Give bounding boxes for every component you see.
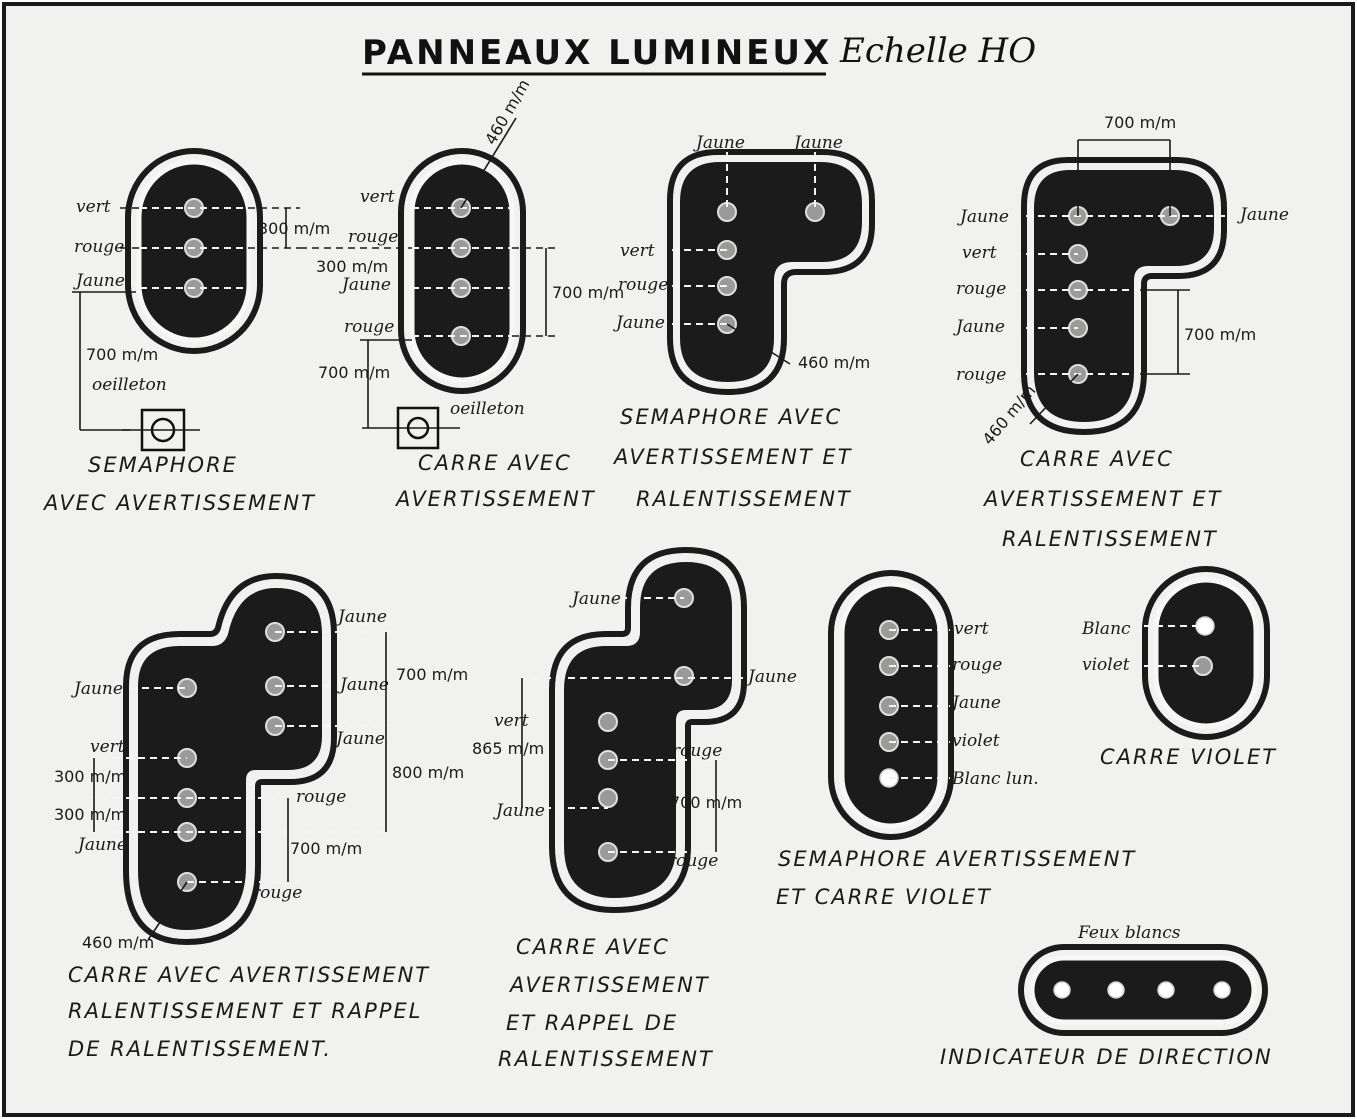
dim-865: 865 m/m: [472, 739, 544, 758]
caption-line: AVERTISSEMENT: [508, 973, 710, 997]
label-jaune-top: Jaune: [569, 589, 621, 609]
label-violet: violet: [1082, 655, 1130, 675]
label-rouge: rouge: [956, 279, 1006, 299]
label-rouge: rouge: [672, 741, 722, 761]
label-vert: vert: [76, 197, 111, 217]
label-blanc-lun: Blanc lun.: [951, 769, 1039, 789]
label-rouge: rouge: [952, 655, 1002, 675]
label-jaune: Jaune: [957, 207, 1009, 227]
label-jaune-right: Jaune: [745, 667, 797, 687]
caption-line: CARRE AVEC: [1020, 447, 1174, 471]
caption-line: AVERTISSEMENT ET: [612, 445, 853, 469]
label-jaune-top: Jaune: [335, 607, 387, 627]
dim-800: 800 m/m: [392, 763, 464, 782]
label-rouge-2: rouge: [956, 365, 1006, 385]
label-rouge: rouge: [74, 237, 124, 257]
label-rouge-2: rouge: [252, 883, 302, 903]
dim-700-b: 700 m/m: [290, 839, 362, 858]
panel-carre-ralentissement: 700 m/m 700 m/m Jaune Jaune vert rouge J…: [953, 113, 1289, 551]
caption-line: ET RAPPEL DE: [506, 1011, 678, 1035]
label-blanc: Blanc: [1081, 619, 1131, 639]
caption-line: RALENTISSEMENT ET RAPPEL: [68, 999, 422, 1023]
label-jaune: Jaune: [73, 271, 125, 291]
caption-line: AVERTISSEMENT: [394, 487, 596, 511]
dim-300: 300 m/m: [316, 257, 388, 276]
caption-line: SEMAPHORE AVERTISSEMENT: [778, 847, 1136, 871]
label-feux-blancs: Feux blancs: [1077, 923, 1181, 943]
dim-300: 300 m/m: [258, 219, 330, 238]
panel-semaphore-avertissement: vert rouge Jaune 300 m/m 700 m/m oeillet…: [42, 148, 330, 515]
label-jaune-low: Jaune: [333, 729, 385, 749]
dim-700-side: 700 m/m: [1184, 325, 1256, 344]
label-rouge: rouge: [618, 275, 668, 295]
label-rouge-2: rouge: [344, 317, 394, 337]
dim-700: 700 m/m: [552, 283, 624, 302]
caption-line: ET CARRE VIOLET: [776, 885, 992, 909]
label-jaune-2: Jaune: [953, 317, 1005, 337]
label-jaune: Jaune: [493, 801, 545, 821]
caption-line: RALENTISSEMENT: [1002, 527, 1218, 551]
label-oeilleton: oeilleton: [450, 399, 525, 419]
caption-line: CARRE AVEC AVERTISSEMENT: [68, 963, 430, 987]
label-jaune: Jaune: [613, 313, 665, 333]
label-rouge: rouge: [296, 787, 346, 807]
caption-line: INDICATEUR DE DIRECTION: [940, 1045, 1273, 1069]
panel-carre-rappel: Jaune Jaune vert Jaune rouge rouge 865 m…: [472, 546, 797, 1071]
caption-line: DE RALENTISSEMENT.: [68, 1037, 332, 1061]
label-jaune: Jaune: [75, 835, 127, 855]
caption-line: CARRE VIOLET: [1100, 745, 1277, 769]
label-rouge: rouge: [348, 227, 398, 247]
caption-line: AVEC AVERTISSEMENT: [42, 491, 316, 515]
label-jaune-left: Jaune: [71, 679, 123, 699]
label-vert: vert: [954, 619, 989, 639]
caption-line: CARRE AVEC: [418, 451, 572, 475]
label-vert: vert: [620, 241, 655, 261]
dim-460: 460 m/m: [798, 353, 870, 372]
label-jaune-r: Jaune: [1237, 205, 1289, 225]
label-vert: vert: [962, 243, 997, 263]
label-vert: vert: [494, 711, 529, 731]
panel-semaphore-carre-violet: vert rouge Jaune violet Blanc lun. SEMAP…: [776, 570, 1136, 909]
panel-semaphore-ralentissement: Jaune Jaune vert rouge Jaune 460 m/m SEM…: [612, 133, 875, 511]
label-jaune-l: Jaune: [693, 133, 745, 153]
label-jaune-mid: Jaune: [337, 675, 389, 695]
dim-700: 700 m/m: [86, 345, 158, 364]
dim-700: 700 m/m: [670, 793, 742, 812]
page-title: PANNEAUX LUMINEUX: [362, 33, 832, 73]
label-jaune: Jaune: [339, 275, 391, 295]
label-vert: vert: [360, 187, 395, 207]
label-vert: vert: [90, 737, 125, 757]
dim-700: 700 m/m: [396, 665, 468, 684]
dim-700-b: 700 m/m: [318, 363, 390, 382]
label-jaune: Jaune: [949, 693, 1001, 713]
scale-label: Echelle HO: [839, 31, 1036, 71]
dim-700-top: 700 m/m: [1104, 113, 1176, 132]
caption-line: SEMAPHORE AVEC: [620, 405, 842, 429]
caption-line: AVERTISSEMENT ET: [982, 487, 1223, 511]
panel-carre-rappel-ralentissement: Jaune Jaune Jaune Jaune vert rouge Jaune…: [54, 572, 468, 1061]
label-rouge-2: rouge: [668, 851, 718, 871]
caption-line: SEMAPHORE: [88, 453, 238, 477]
panel-indicateur-direction: Feux blancs INDICATEUR DE DIRECTION: [940, 923, 1273, 1069]
panel-carre-violet: Blanc violet CARRE VIOLET: [1081, 566, 1277, 769]
dim-300-a: 300 m/m: [54, 767, 126, 786]
caption-line: CARRE AVEC: [516, 935, 670, 959]
label-oeilleton: oeilleton: [92, 375, 167, 395]
label-violet: violet: [952, 731, 1000, 751]
dim-300-b: 300 m/m: [54, 805, 126, 824]
caption-line: RALENTISSEMENT: [636, 487, 852, 511]
caption-line: RALENTISSEMENT: [498, 1047, 714, 1071]
label-jaune-r: Jaune: [791, 133, 843, 153]
dim-460: 460 m/m: [82, 933, 154, 952]
